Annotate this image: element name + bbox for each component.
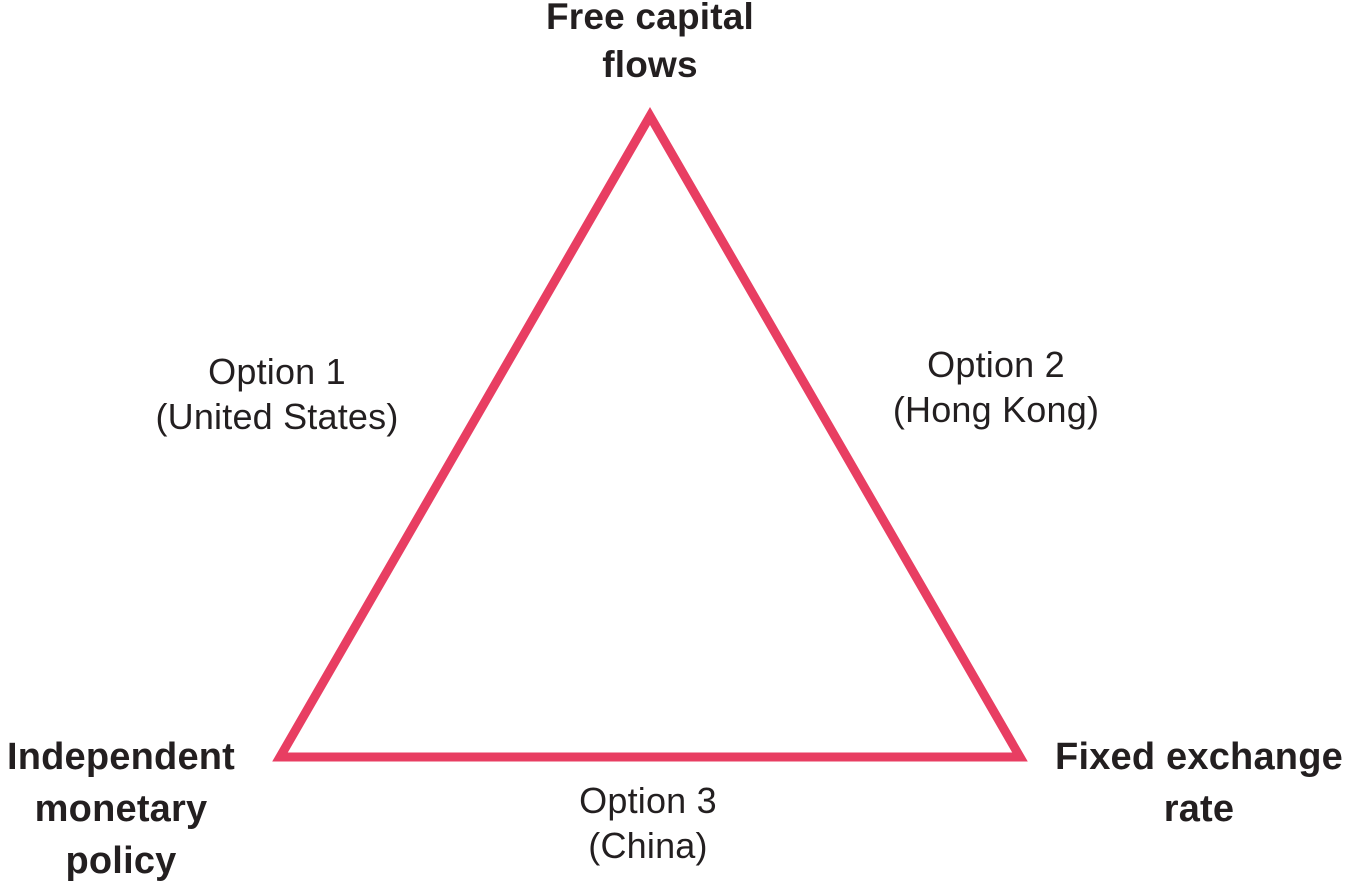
label-line: rate <box>1163 788 1235 830</box>
option-label-option-1-united-states: Option 1 (United States) <box>77 349 477 439</box>
option-label-option-2-hong-kong: Option 2 (Hong Kong) <box>796 342 1196 432</box>
vertex-label-fixed-exchange-rate: Fixed exchange rate <box>999 731 1350 835</box>
label-line: (Hong Kong) <box>892 389 1100 430</box>
label-line: Fixed exchange <box>1055 736 1343 778</box>
label-line: Free capital <box>545 0 755 37</box>
label-line: Option 3 <box>579 780 717 821</box>
label-line: flows <box>602 44 698 85</box>
triangle-outline <box>272 106 1028 762</box>
label-line: Option 1 <box>208 351 346 392</box>
vertex-label-independent-monetary-policy: Independent monetary policy <box>0 731 321 887</box>
label-line: Independent <box>6 736 236 778</box>
label-line: policy <box>65 840 177 882</box>
label-line: monetary <box>34 788 208 830</box>
option-label-option-3-china: Option 3 (China) <box>448 778 848 868</box>
label-line: Option 2 <box>927 344 1065 385</box>
label-line: (China) <box>588 825 708 866</box>
vertex-label-free-capital-flows: Free capital flows <box>450 0 850 89</box>
label-line: (United States) <box>155 396 399 437</box>
